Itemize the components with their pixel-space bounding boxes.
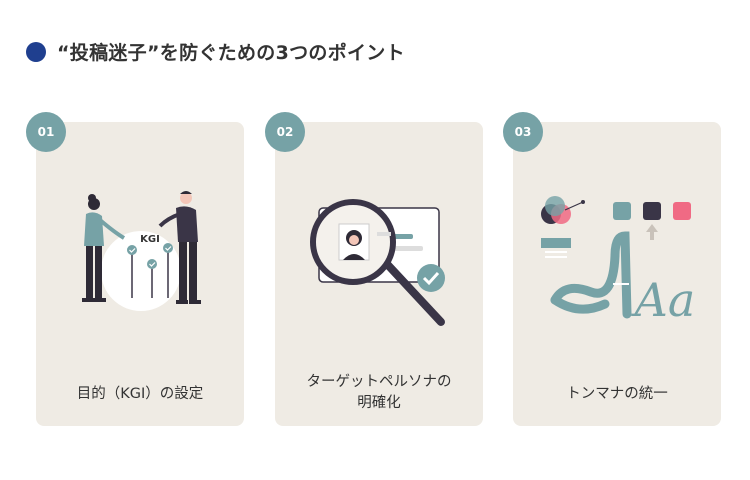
tone-manner-illustration: Aa [541, 196, 696, 327]
card-number-badge-2: 02 [265, 112, 305, 152]
card-label: 目的（KGI）の設定 [76, 386, 204, 402]
page-title: “投稿迷子”を防ぐための3つのポイント [57, 42, 405, 64]
point-card-1: KGI 目的（KGI）の設定 [36, 122, 244, 426]
heading-dot-icon [26, 41, 46, 62]
point-card-3: Aa トンマナの統一 [513, 122, 721, 426]
card-label: トンマナの統一 [566, 386, 668, 402]
card-number-badge-1: 01 [26, 112, 66, 152]
card-label-line-2: 明確化 [357, 395, 401, 411]
magnifier-persona-illustration [310, 199, 445, 326]
section-heading: “投稿迷子”を防ぐための3つのポイント [26, 38, 405, 65]
card-label-line-1: ターゲットペルソナの [306, 374, 452, 390]
card-number-badge-3: 03 [503, 112, 543, 152]
kgi-illustration-text: KGI [140, 234, 160, 245]
aa-illustration-text: Aa [631, 273, 696, 327]
people-kgi-illustration: KGI [82, 191, 201, 311]
point-card-2: ターゲットペルソナの 明確化 [275, 122, 483, 426]
card-label: ターゲットペルソナの 明確化 [275, 372, 483, 414]
